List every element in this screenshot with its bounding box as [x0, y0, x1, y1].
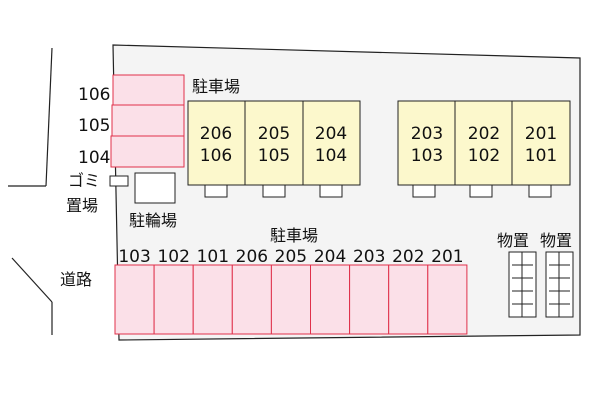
- unit-step: [469, 184, 493, 198]
- parking-stall: [231, 264, 272, 335]
- unit-number-lower: 101: [525, 146, 557, 166]
- storage-shed: [545, 251, 574, 318]
- parking-stall-number: 102: [157, 247, 189, 267]
- storage-label: 物置: [497, 231, 529, 250]
- unit-step: [412, 184, 436, 198]
- parking-stall: [112, 74, 185, 106]
- road-label: 道路: [60, 270, 92, 289]
- left-parking-label: 105: [78, 116, 110, 136]
- parking-stall-number: 206: [236, 247, 268, 267]
- garbage-label-2: 置場: [66, 196, 98, 215]
- bicycle-box: [134, 172, 176, 204]
- parking-stall-number: 203: [353, 247, 385, 267]
- parking-label-top: 駐車場: [192, 77, 240, 96]
- bicycle-label: 駐輪場: [129, 211, 177, 230]
- unit-number-upper: 205: [258, 124, 290, 144]
- road-line: [45, 47, 53, 187]
- parking-stall: [310, 264, 351, 335]
- garbage-label: ゴミ: [68, 171, 100, 190]
- parking-stall: [153, 264, 194, 335]
- unit-number-lower: 103: [411, 146, 443, 166]
- parking-stall: [349, 264, 390, 335]
- unit-number-lower: 105: [258, 146, 290, 166]
- unit-number-upper: 206: [200, 124, 232, 144]
- parking-stall-number: 202: [392, 247, 424, 267]
- unit-number-lower: 102: [468, 146, 500, 166]
- unit-step: [204, 184, 228, 198]
- parking-stall-number: 201: [431, 247, 463, 267]
- unit-number-lower: 106: [200, 146, 232, 166]
- garbage-box: [109, 175, 129, 187]
- unit-number-upper: 203: [411, 124, 443, 144]
- left-parking-label: 106: [78, 85, 110, 105]
- storage-shed: [508, 251, 537, 318]
- parking-label-bottom: 駐車場: [270, 226, 318, 245]
- parking-stall: [114, 264, 155, 335]
- parking-stall: [192, 264, 233, 335]
- bottom-parking: 103 102 101 206 205 204 203 202 201: [114, 247, 468, 335]
- unit-number-upper: 204: [315, 124, 347, 144]
- unit-number-upper: 201: [525, 124, 557, 144]
- building-right: 203 103 202 102 201 101: [397, 100, 571, 198]
- storage-label: 物置: [540, 231, 572, 250]
- parking-stall-number: 205: [275, 247, 307, 267]
- unit: [187, 100, 246, 186]
- unit-number-lower: 104: [315, 146, 347, 166]
- left-parking: 106 105 104: [78, 74, 185, 168]
- parking-stall-number: 101: [197, 247, 229, 267]
- parking-stall-number: 204: [314, 247, 346, 267]
- unit-step: [262, 184, 286, 198]
- parking-stall: [427, 264, 468, 335]
- unit-step: [319, 184, 343, 198]
- building-left: 206 106 205 105 204 104: [187, 100, 361, 198]
- unit-step: [528, 184, 552, 198]
- parking-stall: [110, 135, 185, 168]
- left-parking-label: 104: [78, 148, 110, 168]
- parking-stall: [388, 264, 429, 335]
- parking-stall: [270, 264, 311, 335]
- road-line: [11, 257, 53, 303]
- unit-number-upper: 202: [468, 124, 500, 144]
- parking-stall: [111, 104, 185, 137]
- parking-stall-number: 103: [118, 247, 150, 267]
